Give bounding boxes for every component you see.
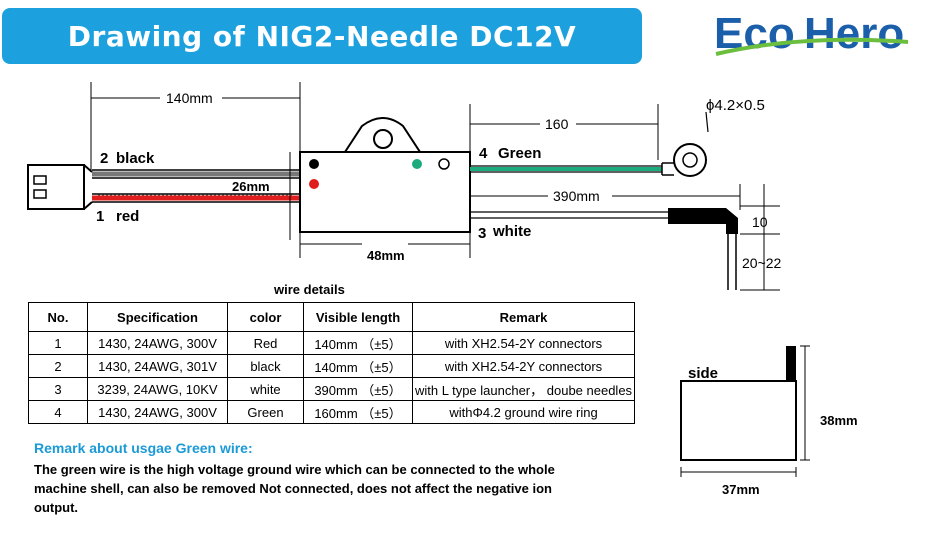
remark-title: Remark about usgae Green wire: [34, 440, 253, 456]
cell-remark: with XH2.54-2Y connectors [411, 331, 636, 355]
wire-3-name: white [492, 223, 531, 240]
wire-4-name: Green [498, 145, 541, 162]
dim-20-22-label: 20~22 [742, 255, 782, 271]
xh-connector-icon [27, 164, 93, 210]
cell-remark: withΦ4.2 ground wire ring [411, 400, 636, 424]
cell-no: 1 [28, 331, 88, 355]
dim-26-label: 26mm [232, 179, 270, 194]
wire-4-number: 4 [479, 145, 488, 162]
white-terminal-dot [438, 158, 450, 170]
header-specification: Specification [87, 302, 228, 332]
page-title: Drawing of NIG2-Needle DC12V [2, 8, 642, 64]
table-row: 4 1430, 24AWG, 300V Green 160mm （±5） wit… [28, 400, 636, 424]
header-no: No. [28, 302, 88, 332]
generator-module [299, 117, 471, 233]
cell-spec: 1430, 24AWG, 301V [87, 354, 228, 378]
wire-white [470, 208, 738, 290]
table-row: 1 1430, 24AWG, 300V Red 140mm （±5） with … [28, 331, 636, 355]
table-row: 2 1430, 24AWG, 301V black 140mm （±5） wit… [28, 354, 636, 378]
header-remark: Remark [411, 302, 636, 332]
cell-length: 140mm （±5） [303, 331, 413, 355]
red-terminal-dot [309, 179, 319, 189]
dimension-lines [90, 82, 780, 291]
cell-length: 160mm （±5） [303, 400, 413, 424]
cell-color: white [227, 377, 304, 401]
side-width-label: 37mm [722, 482, 760, 497]
cell-remark: with XH2.54-2Y connectors [411, 354, 636, 378]
cell-length: 390mm （±5） [303, 377, 413, 401]
logo-text-hero: Hero [804, 9, 904, 58]
cell-color: Red [227, 331, 304, 355]
table-caption: wire details [274, 282, 345, 297]
cell-spec: 1430, 24AWG, 300V [87, 400, 228, 424]
table-header-row: No. Specification color Visible length R… [28, 302, 636, 332]
side-height-label: 38mm [820, 413, 858, 428]
wire-green [470, 111, 709, 177]
header-color: color [227, 302, 304, 332]
dim-48-label: 48mm [367, 248, 405, 263]
dim-10-label: 10 [752, 214, 768, 230]
side-view [680, 345, 810, 477]
cell-color: black [227, 354, 304, 378]
wire-details-table: No. Specification color Visible length R… [28, 302, 636, 424]
l-launcher-icon [668, 208, 738, 234]
wire-1-number: 1 [96, 208, 104, 225]
wire-2-number: 2 [100, 150, 108, 167]
side-view-label: side [688, 365, 718, 382]
green-terminal-dot [412, 159, 422, 169]
ring-size-label: ϕ4.2×0.5 [706, 97, 765, 114]
table-row: 3 3239, 24AWG, 10KV white 390mm （±5） wit… [28, 377, 636, 401]
dim-390-label: 390mm [553, 188, 600, 204]
cell-no: 2 [28, 354, 88, 378]
remark-body: The green wire is the high voltage groun… [34, 462, 555, 515]
logo-swoosh [715, 37, 909, 56]
wire-1-name: red [116, 208, 139, 225]
cell-no: 3 [28, 377, 88, 401]
cell-spec: 1430, 24AWG, 300V [87, 331, 228, 355]
wire-3-number: 3 [478, 225, 486, 242]
dim-160-label: 160 [545, 116, 569, 132]
ecohero-logo: Eco Hero [714, 9, 909, 58]
wire-black [92, 169, 300, 179]
cell-spec: 3239, 24AWG, 10KV [87, 377, 228, 401]
cell-length: 140mm （±5） [303, 354, 413, 378]
wire-2-name: black [116, 150, 155, 167]
header-visible-length: Visible length [303, 302, 413, 332]
cell-remark: with L type launcher， doube needles [411, 377, 636, 401]
black-terminal-dot [309, 159, 319, 169]
dim-140-label: 140mm [166, 90, 213, 106]
cell-no: 4 [28, 400, 88, 424]
cell-color: Green [227, 400, 304, 424]
wire-red [92, 193, 300, 203]
